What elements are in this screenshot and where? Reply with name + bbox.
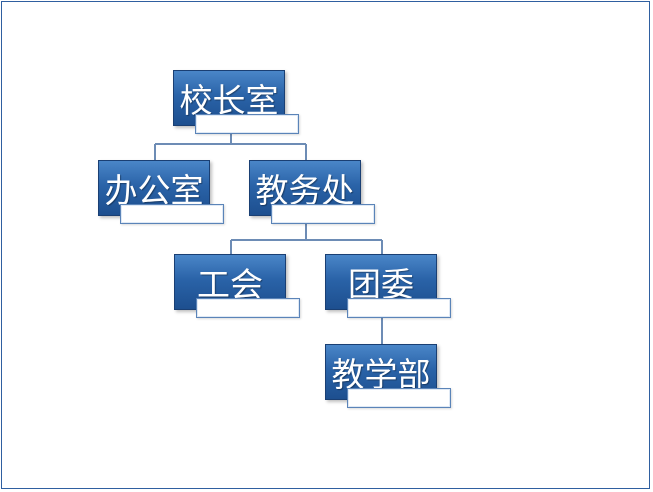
node-union-note [196, 298, 300, 318]
node-principal[interactable]: 校长室 [173, 70, 301, 142]
node-league-note [347, 298, 451, 318]
node-academic-note [271, 204, 375, 224]
node-league[interactable]: 团委 [325, 254, 453, 326]
node-union[interactable]: 工会 [174, 254, 302, 326]
node-office[interactable]: 办公室 [98, 160, 226, 232]
connector-academic-children [230, 224, 383, 254]
node-principal-note [195, 114, 299, 134]
node-office-note [120, 204, 224, 224]
node-academic[interactable]: 教务处 [249, 160, 377, 232]
connector-principal-children [154, 132, 307, 160]
node-teaching-note [347, 388, 451, 408]
node-teaching[interactable]: 教学部 [325, 344, 453, 416]
